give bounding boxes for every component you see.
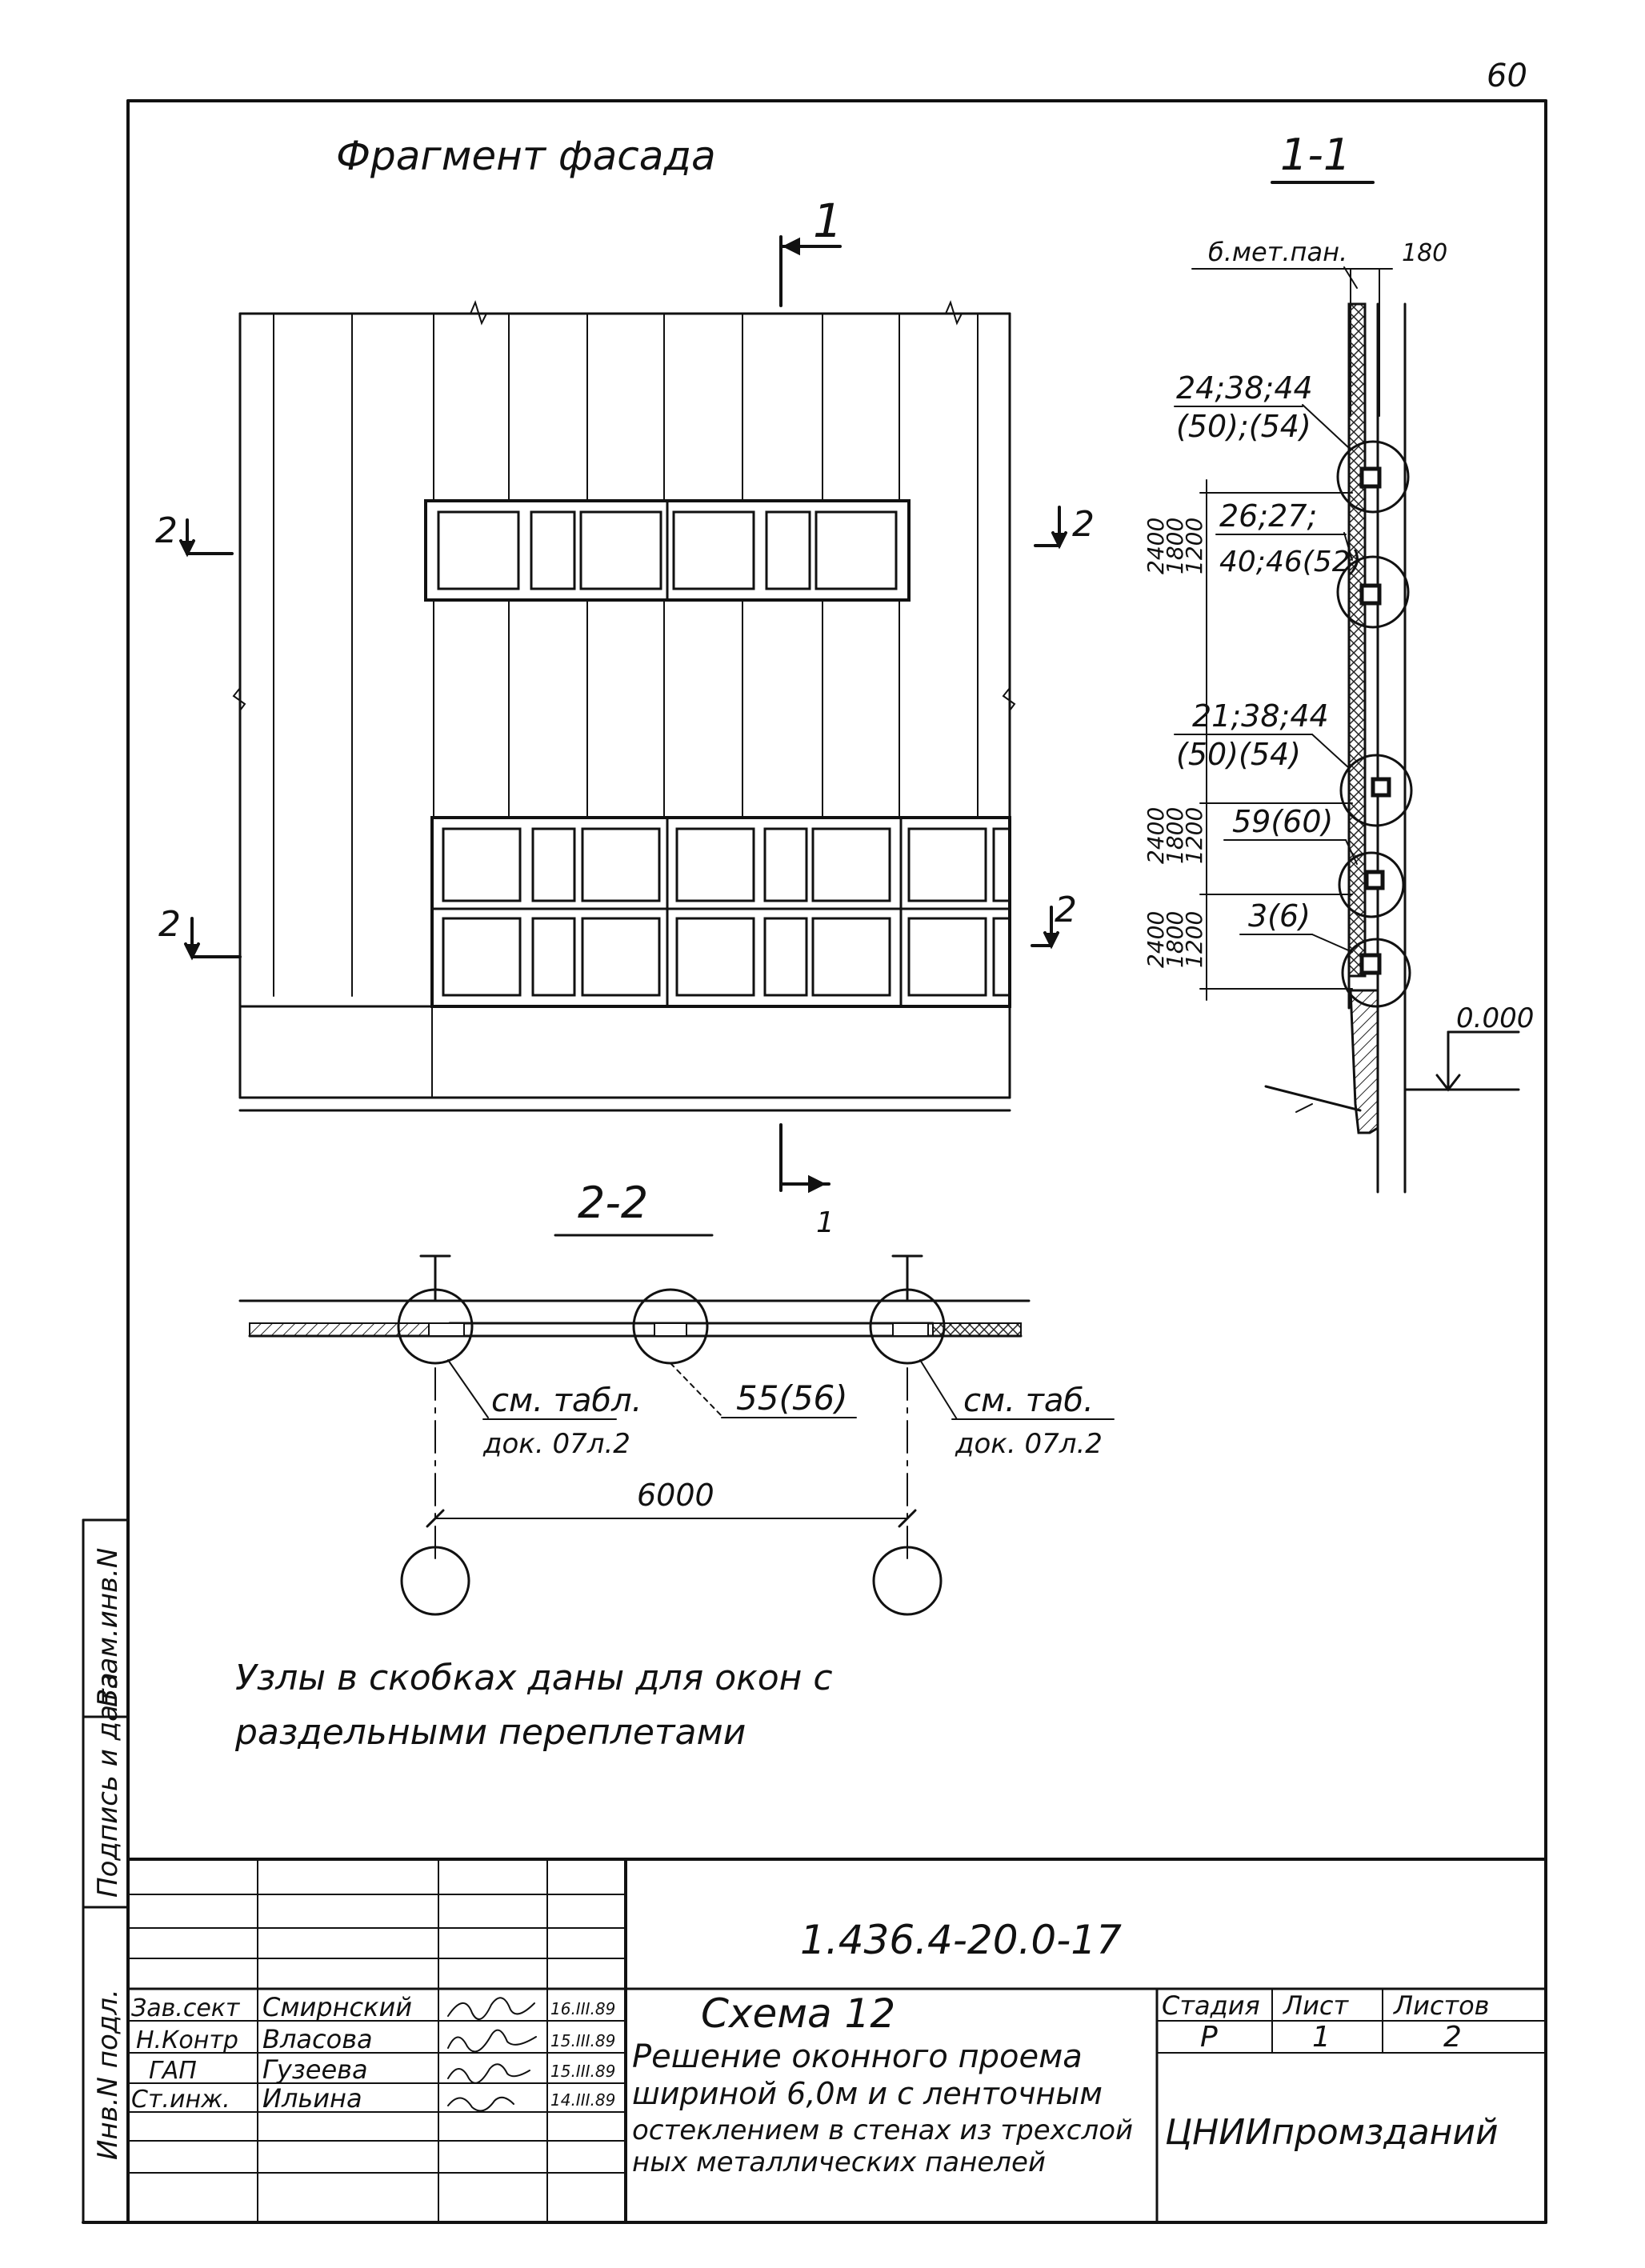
staff-date-2: 15.III.89 — [550, 2031, 615, 2050]
staff-date-3: 15.III.89 — [550, 2062, 615, 2081]
section-1-1-node-circles — [1336, 440, 1413, 1008]
node-b-line2: 40;46(52) — [1219, 546, 1362, 578]
level-mark — [1403, 1030, 1520, 1092]
staff-role-2: Н.Контр — [136, 2026, 238, 2054]
leader-node-a — [1302, 404, 1350, 449]
svg-text:1200: 1200 — [1181, 518, 1207, 574]
dims-upper: 2400 1800 1200 — [1143, 518, 1207, 574]
svg-text:2400: 2400 — [1143, 911, 1169, 968]
leader-node-b — [1343, 532, 1353, 561]
staff-name-1: Смирнский — [262, 1992, 412, 2022]
section-1-marker-top — [779, 235, 842, 307]
side-stamp-vzam: Взам.инв.N — [92, 1548, 124, 1707]
side-stamp — [82, 1518, 130, 2224]
dims-middle: 2400 1800 1200 — [1143, 807, 1207, 864]
callout-right-line2: док. 07л.2 — [955, 1428, 1103, 1460]
staff-role-3: ГАП — [149, 2057, 197, 2085]
leader-callout-left — [447, 1359, 489, 1418]
section-1-1-title: 1-1 — [1280, 130, 1351, 180]
node-c-line2: (50)(54) — [1176, 737, 1301, 772]
node-c-line1: 21;38;44 — [1192, 698, 1329, 734]
sheets-header: Листов — [1393, 1990, 1490, 2021]
dims-lower: 2400 1800 1200 — [1143, 911, 1207, 968]
staff-role-1: Зав.сект — [131, 1994, 241, 2022]
organization: ЦНИИпромзданий — [1165, 2112, 1499, 2153]
staff-name-2: Власова — [262, 2024, 373, 2054]
leader-callout-mid — [670, 1362, 722, 1417]
note-line1: Узлы в скобках даны для окон с — [235, 1658, 833, 1698]
signatures — [447, 1997, 537, 2112]
svg-text:1800: 1800 — [1162, 807, 1188, 864]
staff-date-1: 16.III.89 — [550, 1999, 615, 2018]
section-2-marker-right-upper — [1034, 506, 1067, 550]
section-2-label-left-upper: 2 — [155, 510, 178, 551]
node-b-line1: 26;27; — [1219, 498, 1317, 534]
section-1-1-wall — [1191, 268, 1407, 1194]
sheet-frame — [82, 99, 1547, 2224]
desc-line4: ных металлических панелей — [632, 2146, 1046, 2178]
level-label: 0.000 — [1456, 1002, 1534, 1034]
note-line2: раздельными переплетами — [234, 1712, 746, 1753]
staff-name-3: Гузеева — [262, 2054, 368, 2085]
stage-header: Стадия — [1162, 1990, 1260, 2021]
section-2-2-plan — [238, 1254, 1031, 1616]
leader-node-d — [1345, 839, 1358, 865]
section-2-2-title: 2-2 — [578, 1178, 648, 1228]
thickness-label: 180 — [1402, 239, 1447, 267]
panel-label: б.мет.пан. — [1208, 237, 1347, 267]
side-stamp-sign-date: Подпись и дата — [92, 1672, 124, 1898]
leader-callout-right — [919, 1359, 958, 1420]
node-a-line1: 24;38;44 — [1176, 370, 1313, 406]
section-2-marker-left-lower — [184, 917, 242, 961]
staff-role-4: Ст.инж. — [131, 2086, 230, 2114]
doc-code: 1.436.4-20.0-17 — [800, 1917, 1122, 1963]
desc-line2: шириной 6,0м и с ленточным — [632, 2076, 1103, 2111]
facade-title: Фрагмент фасада — [336, 133, 716, 179]
section-2-label-right-upper: 2 — [1072, 504, 1095, 545]
callout-right-line1: см. таб. — [963, 1382, 1094, 1419]
node-e-label: 3(6) — [1248, 898, 1311, 934]
sheets-value: 2 — [1443, 2021, 1462, 2054]
staff-rows: Зав.сект Смирнский 16.III.89 Н.Контр Вла… — [131, 1992, 615, 2114]
sheet-value: 1 — [1312, 2021, 1331, 2054]
sheet-header: Лист — [1283, 1990, 1349, 2021]
section-2-label-left-lower: 2 — [158, 904, 181, 945]
section-2-marker-left-upper — [179, 518, 234, 558]
facade-drawing — [232, 300, 1016, 1112]
section-1-label-top: 1 — [813, 194, 843, 248]
side-stamp-inv: Инв.N подл. — [92, 1989, 124, 2160]
scheme-title: Схема 12 — [701, 1990, 895, 2037]
section-1-marker-bottom — [779, 1123, 831, 1194]
staff-date-4: 14.III.89 — [550, 2090, 615, 2110]
leader-panel — [1343, 266, 1358, 289]
callout-left-line2: док. 07л.2 — [482, 1428, 630, 1460]
callout-mid-label: 55(56) — [736, 1378, 848, 1418]
leader-node-c — [1311, 734, 1350, 769]
svg-text:2400: 2400 — [1143, 518, 1169, 574]
svg-text:1800: 1800 — [1162, 518, 1188, 574]
leader-node-e — [1311, 934, 1353, 953]
section-1-label-bottom: 1 — [816, 1206, 835, 1239]
node-a-line2: (50);(54) — [1176, 409, 1311, 444]
svg-text:1200: 1200 — [1181, 807, 1207, 864]
section-2-label-right-lower: 2 — [1055, 890, 1077, 930]
svg-text:2400: 2400 — [1143, 807, 1169, 864]
svg-text:1800: 1800 — [1162, 911, 1188, 968]
page-number: 60 — [1487, 58, 1527, 94]
span-label: 6000 — [637, 1478, 714, 1513]
node-d-label: 59(60) — [1232, 804, 1333, 839]
section-2-marker-right-lower — [1031, 906, 1059, 950]
title-block-grid — [126, 1858, 1547, 2224]
stage-value: Р — [1200, 2021, 1218, 2054]
dimension-lines — [1199, 479, 1353, 1001]
desc-line1: Решение оконного проема — [632, 2038, 1083, 2075]
callout-left-line1: см. табл. — [491, 1382, 642, 1419]
desc-line3: остеклением в стенах из трехслой — [632, 2114, 1133, 2146]
svg-text:1200: 1200 — [1181, 911, 1207, 968]
staff-name-4: Ильина — [262, 2083, 362, 2114]
